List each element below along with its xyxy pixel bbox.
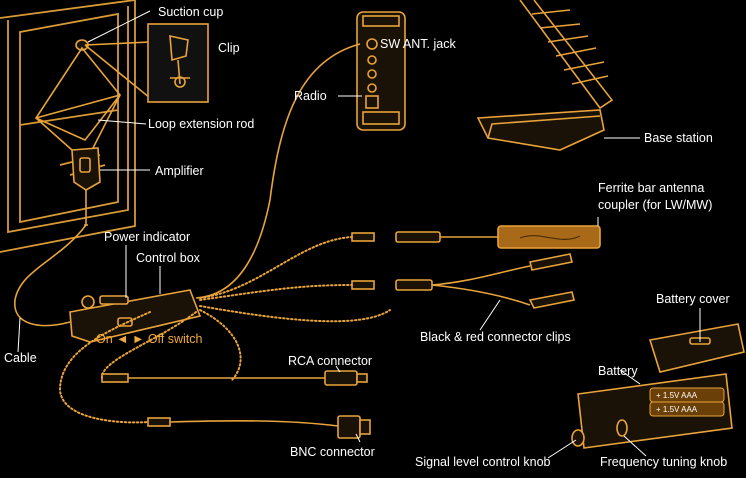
- label-ferrite-line2: coupler (for LW/MW): [598, 198, 712, 212]
- battery-cover-shape: [648, 323, 745, 373]
- dotted-cables: [58, 236, 391, 424]
- connector-clips-shape: [351, 253, 575, 309]
- battery-box-shape: + 1.5V AAA + 1.5V AAA: [571, 373, 733, 449]
- label-rca-connector: RCA connector: [288, 354, 372, 368]
- battery-cell-1-label: + 1.5V AAA: [656, 391, 698, 400]
- label-amplifier: Amplifier: [155, 164, 204, 178]
- frequency-knob-shape: [616, 419, 628, 437]
- control-box-shape: [69, 289, 202, 343]
- label-clip: Clip: [218, 41, 240, 55]
- label-sw-ant-jack: SW ANT. jack: [380, 37, 456, 51]
- label-radio: Radio: [294, 89, 327, 103]
- label-control-box: Control box: [136, 251, 201, 265]
- labels: Suction cup Clip SW ANT. jack Radio Loop…: [4, 5, 730, 469]
- bnc-connector-shape: [147, 415, 371, 439]
- radio-shape: [356, 11, 406, 131]
- label-bnc-connector: BNC connector: [290, 445, 375, 459]
- window-frame: [0, 0, 136, 253]
- base-station-shape: [476, 0, 614, 151]
- loop-antenna: [34, 39, 122, 151]
- label-signal-level-knob: Signal level control knob: [415, 455, 551, 469]
- label-onoff-switch: On ◄ ► Off switch: [96, 332, 203, 346]
- label-base-station: Base station: [644, 131, 713, 145]
- battery-cell-2-label: + 1.5V AAA: [656, 405, 698, 414]
- label-connector-clips: Black & red connector clips: [420, 330, 571, 344]
- label-ferrite-line1: Ferrite bar antenna: [598, 181, 704, 195]
- label-loop-extension-rod: Loop extension rod: [148, 117, 254, 131]
- clip-inset: [84, 23, 209, 103]
- label-suction-cup: Suction cup: [158, 5, 223, 19]
- signal-knob-shape: [571, 429, 585, 447]
- label-battery-cover: Battery cover: [656, 292, 730, 306]
- ferrite-coupler-shape: [351, 225, 601, 249]
- label-power-indicator: Power indicator: [104, 230, 190, 244]
- leader-lines: [17, 10, 701, 459]
- label-battery: Battery: [598, 364, 638, 378]
- label-cable: Cable: [4, 351, 37, 365]
- cables: [14, 43, 361, 327]
- rca-connector-shape: [101, 370, 368, 386]
- amplifier-shape: [71, 147, 101, 226]
- label-frequency-tuning-knob: Frequency tuning knob: [600, 455, 727, 469]
